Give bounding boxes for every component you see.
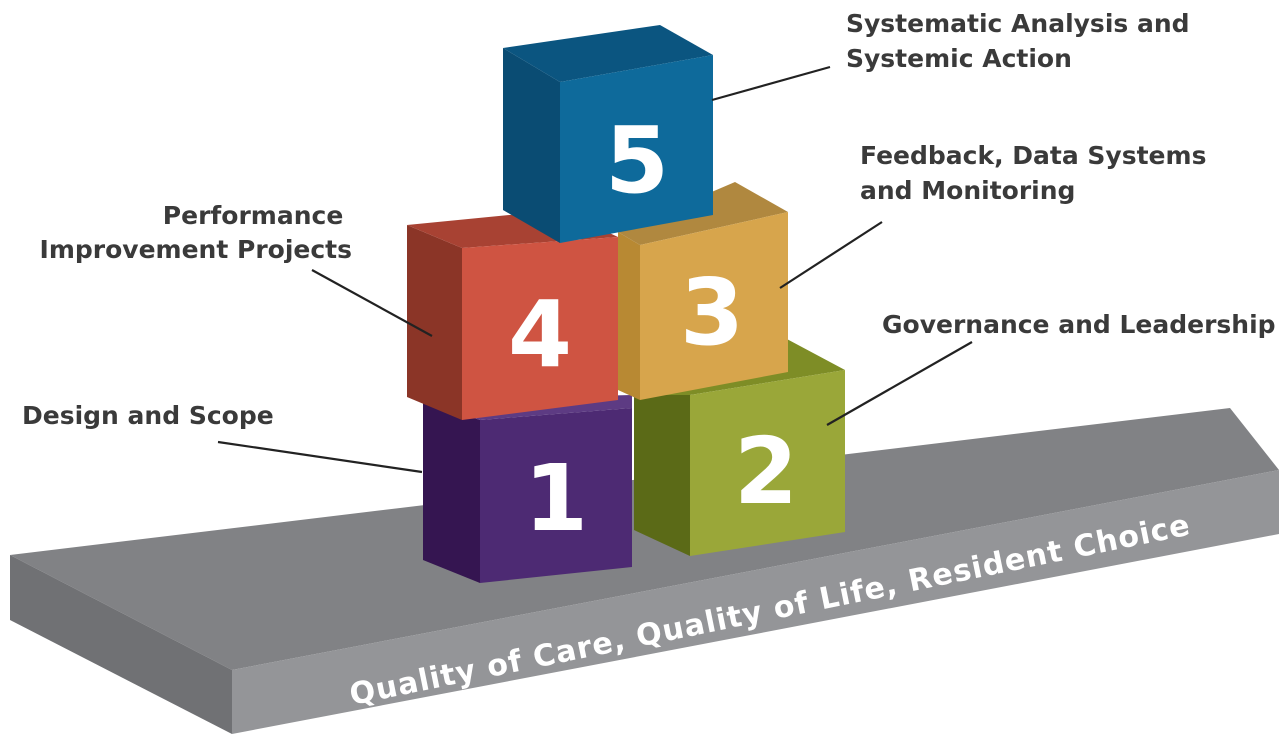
- block-3-number: 3: [680, 259, 744, 366]
- leader-line-1: [217, 440, 423, 474]
- label-governance-and-leadership: Governance and Leadership: [882, 310, 1276, 339]
- block-1: 1: [423, 395, 632, 583]
- block-5: 5: [503, 25, 713, 243]
- block-2-front: [690, 370, 845, 556]
- leader-line-4: [311, 269, 433, 337]
- base-front: [232, 470, 1279, 734]
- base-top: [10, 408, 1279, 670]
- label-feedback-data-systems: Feedback, Data Systems and Monitoring: [860, 141, 1215, 205]
- block-1-number: 1: [524, 445, 588, 552]
- block-4-number: 4: [508, 281, 572, 388]
- block-4-side: [407, 225, 462, 420]
- block-2-number: 2: [734, 418, 798, 525]
- block-1-front: [480, 408, 632, 583]
- block-2-side: [634, 395, 690, 556]
- base-left-side: [10, 555, 232, 734]
- block-3-front: [640, 212, 788, 400]
- block-5-front: [560, 55, 713, 243]
- label-design-and-scope: Design and Scope: [22, 401, 274, 430]
- block-1-side: [423, 400, 480, 583]
- leader-line-3: [779, 221, 883, 289]
- label-systematic-analysis: Systematic Analysis and Systemic Action: [846, 9, 1198, 73]
- leader-line-2: [826, 341, 973, 426]
- block-5-top: [503, 25, 713, 82]
- block-4: 4: [407, 210, 618, 420]
- block-3-side: [618, 232, 640, 400]
- label-performance-improvement: Performance Improvement Projects: [40, 201, 352, 264]
- block-5-side: [503, 48, 560, 243]
- block-2: 2: [634, 338, 845, 556]
- block-5-number: 5: [605, 107, 669, 214]
- block-4-front: [462, 237, 618, 420]
- leader-line-5: [711, 65, 831, 102]
